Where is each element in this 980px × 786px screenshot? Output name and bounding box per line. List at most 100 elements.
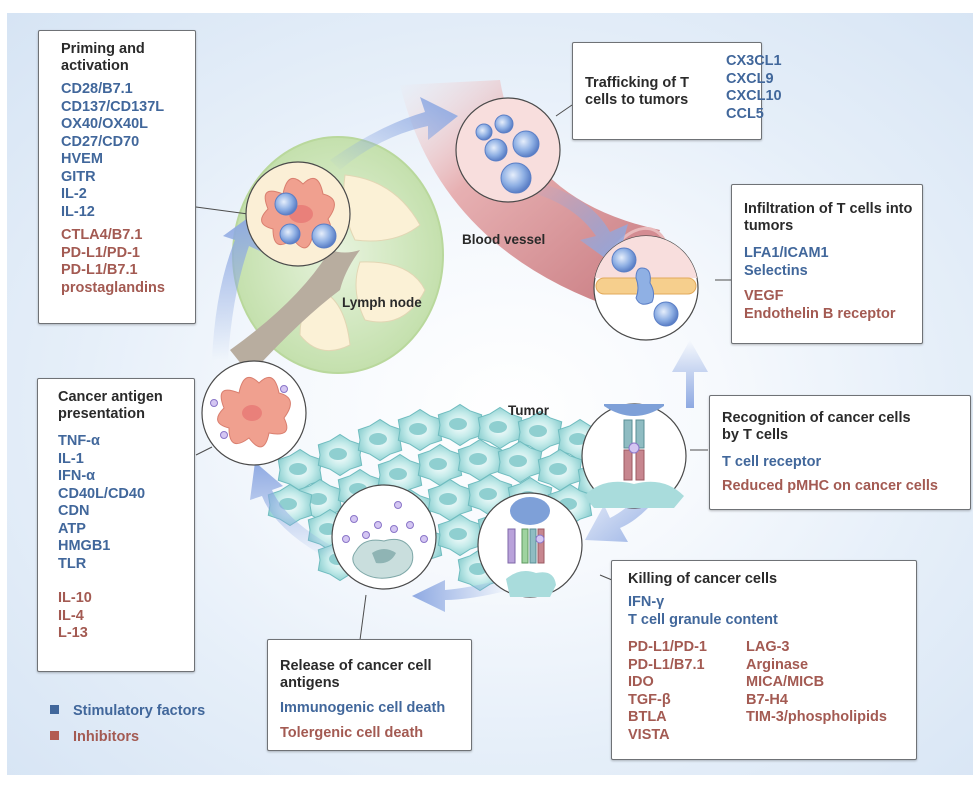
factor-item: Arginase xyxy=(746,656,809,673)
step-title: Priming and activation xyxy=(61,41,145,74)
factor-item: LFA1/ICAM1 xyxy=(744,245,829,261)
step-box-release: Release of cancer cell antigens Immunoge… xyxy=(267,639,472,751)
factor-item: IL-2 xyxy=(61,186,87,202)
legend-swatch-inhibitors xyxy=(50,731,59,740)
inhibitor-list: Tolergenic cell death xyxy=(280,725,463,743)
factor-item: MICA/MICB xyxy=(746,674,825,690)
factor-item: TGF-β xyxy=(628,691,671,708)
step-box-recognition: Recognition of cancer cells by T cells T… xyxy=(709,395,971,510)
tumor-cell-nucleus xyxy=(289,463,307,475)
tumor-cell-nucleus xyxy=(489,421,507,433)
factor-item: CD27/CD70 xyxy=(61,133,140,150)
arrow-priming-to-trafficking xyxy=(330,97,458,170)
arrow-infiltration-to-recognition xyxy=(672,340,708,408)
lymph-node xyxy=(230,136,444,375)
factor-item: Selectins xyxy=(744,262,808,279)
factor-item: TLR xyxy=(58,555,87,572)
factor-item: BTLA xyxy=(628,709,667,725)
factor-item: HVEM xyxy=(61,151,103,167)
factor-item: CXCL9 xyxy=(726,70,774,87)
factor-item: IFN-γ xyxy=(628,594,665,610)
magnifier-priming xyxy=(245,161,351,267)
factor-item: B7-H4 xyxy=(746,691,788,708)
connector-lines xyxy=(195,104,733,641)
magnifier-infiltration xyxy=(593,235,699,341)
inhibitor-list: Reduced pMHC on cancer cells xyxy=(722,478,960,496)
factor-item: CXCL10 xyxy=(726,88,782,104)
blood-vessel-label: Blood vessel xyxy=(462,232,546,247)
tumor-cell-nucleus xyxy=(449,418,467,430)
factor-item: IL-10 xyxy=(58,590,92,606)
factor-item: Endothelin B receptor xyxy=(744,305,896,322)
tumor-cell-nucleus xyxy=(569,433,587,445)
factor-item: CD40L/CD40 xyxy=(58,485,146,502)
factor-item: Reduced pMHC on cancer cells xyxy=(722,477,938,494)
legend-swatch-stimulatory xyxy=(50,705,59,714)
legend-item-inhibitors: Inhibitors xyxy=(50,729,139,745)
factor-item: Immunogenic cell death xyxy=(280,700,446,716)
factor-item: ATP xyxy=(58,520,86,537)
stimulatory-list: Immunogenic cell death xyxy=(280,700,463,718)
factor-item: LAG-3 xyxy=(746,639,790,655)
step-title: Trafficking of T cells to tumors xyxy=(585,75,689,108)
factor-item: CDN xyxy=(58,503,90,519)
arrow-presentation-to-priming xyxy=(212,212,262,360)
tumor-cell-nucleus xyxy=(329,448,347,460)
tumor-cell-nucleus xyxy=(469,453,487,465)
factor-item: CX3CL1 xyxy=(726,53,782,69)
factor-item: CD137/CD137L xyxy=(61,98,165,115)
factor-item: GITR xyxy=(61,168,96,185)
factor-item: PD-L1/PD-1 xyxy=(61,244,140,261)
tumor-cell-nucleus xyxy=(279,498,297,510)
factor-item: PD-L1/B7.1 xyxy=(628,656,705,673)
factor-item: Tolergenic cell death xyxy=(280,724,424,741)
factor-item: T cell receptor xyxy=(722,454,822,470)
factor-item: TNF-α xyxy=(58,433,100,449)
step-title: Cancer antigen presentation xyxy=(58,389,163,422)
tumor-cell-nucleus xyxy=(479,488,497,500)
tumor-cell-nucleus xyxy=(509,455,527,467)
factor-item: IDO xyxy=(628,674,654,690)
factor-item: IFN-α xyxy=(58,468,96,484)
magnifier-killing xyxy=(477,492,583,598)
factor-item: CTLA4/B7.1 xyxy=(61,227,143,243)
lymph-node-label: Lymph node xyxy=(342,295,422,310)
factor-item: PD-L1/B7.1 xyxy=(61,262,138,278)
step-title: Infiltration of T cells into tumors xyxy=(744,201,913,234)
factor-item: TIM-3/phospholipids xyxy=(746,709,887,725)
step-title: Recognition of cancer cells by T cells xyxy=(722,410,911,443)
factor-item: T cell granule content xyxy=(628,611,778,628)
tumor-label: Tumor xyxy=(508,403,549,418)
factor-item: OX40/OX40L xyxy=(61,116,149,132)
arrow-release-to-presentation xyxy=(250,462,335,560)
arrow-trafficking-to-infiltration xyxy=(530,180,628,266)
stimulatory-list: T cell receptor xyxy=(722,454,960,472)
factor-item: IL-1 xyxy=(58,450,84,467)
magnifier-release xyxy=(331,484,437,590)
legend-label: Stimulatory factors xyxy=(73,703,206,719)
tumor-cell-nucleus xyxy=(369,433,387,445)
legend-label: Inhibitors xyxy=(73,729,140,745)
factor-item: IL-4 xyxy=(58,607,84,624)
tumor-cell-nucleus xyxy=(439,493,457,505)
factor-item: prostaglandins xyxy=(61,279,165,296)
factor-item: PD-L1/PD-1 xyxy=(628,639,707,655)
factor-item: VEGF xyxy=(744,288,784,304)
factor-item: VISTA xyxy=(628,726,670,743)
arrow-killing-to-release xyxy=(412,578,510,612)
factor-item: IL-12 xyxy=(61,203,95,220)
magnifier-presentation xyxy=(201,360,307,466)
